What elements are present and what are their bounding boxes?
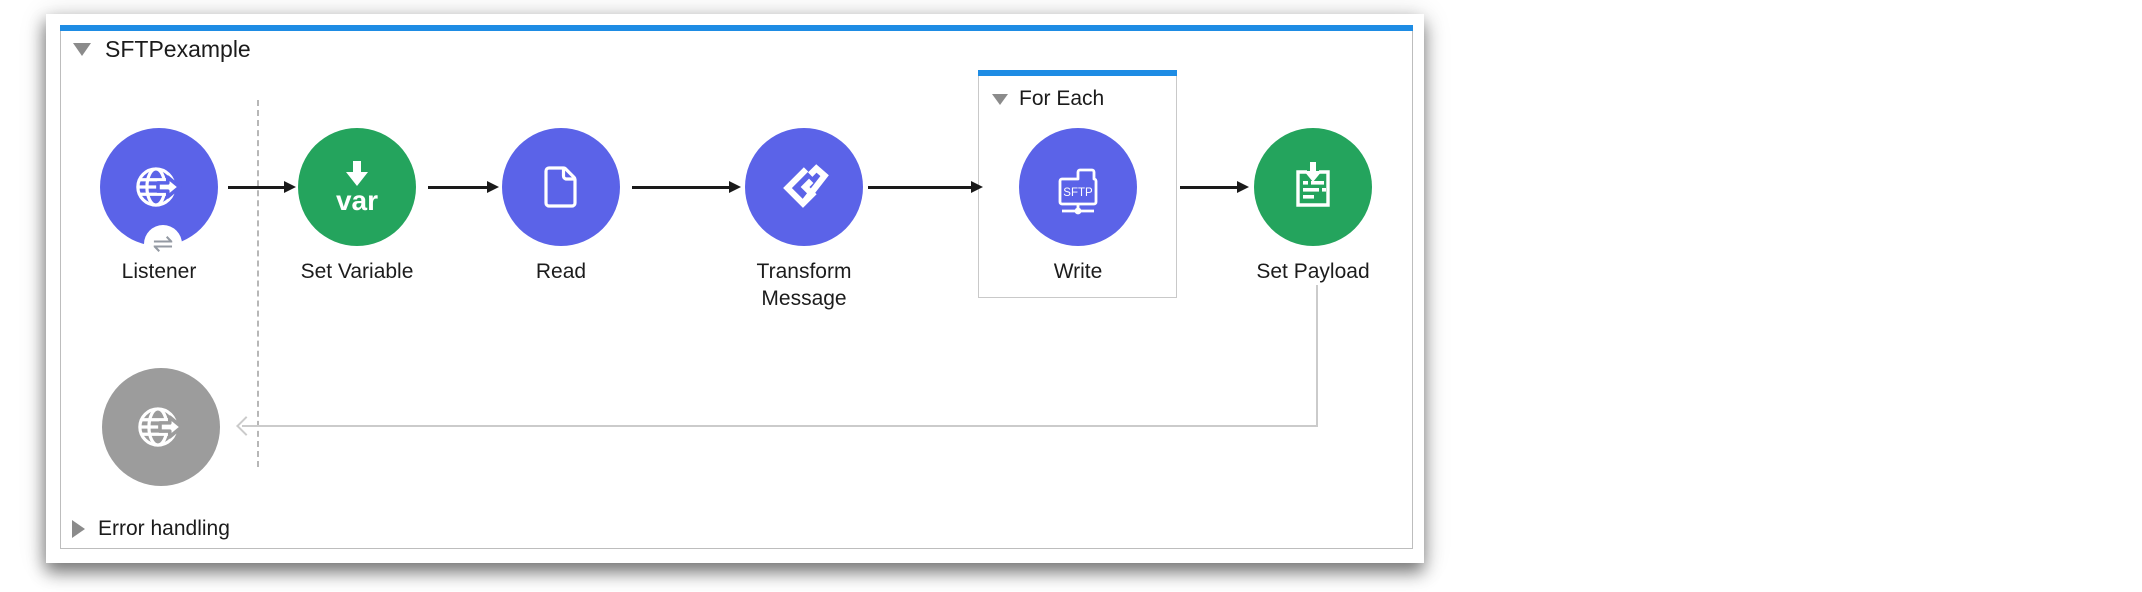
node-listener-response[interactable] [102, 368, 220, 486]
node-write[interactable]: SFTP [1019, 128, 1137, 246]
error-handling-section: Error handling [72, 517, 230, 541]
collapse-triangle-icon[interactable] [73, 43, 91, 56]
node-label: Set Payload [1256, 260, 1370, 283]
down-arrow-icon [346, 160, 368, 186]
sftp-icon-text: SFTP [1063, 187, 1093, 199]
flow-container-sftpexample[interactable] [59, 25, 1413, 549]
foreach-collapse-triangle-icon[interactable] [992, 93, 1008, 105]
source-process-separator [257, 100, 259, 467]
sftp-folder-icon: SFTP [1058, 168, 1098, 215]
arrowhead-icon [971, 181, 983, 193]
sync-icon: ⇌ [152, 230, 174, 258]
response-connector-vertical [1316, 285, 1318, 427]
request-response-badge: ⇌ [144, 225, 182, 263]
flow-title: SFTPexample [105, 36, 251, 62]
flow-connector-arrow [428, 186, 487, 189]
flow-connector-arrow [228, 186, 284, 189]
node-label: Set Variable [300, 260, 414, 283]
flow-connector-arrow [632, 186, 729, 189]
node-set-variable[interactable]: var [298, 128, 416, 246]
document-icon [544, 166, 577, 208]
node-label: Write [1053, 260, 1103, 283]
var-icon-text: var [335, 184, 379, 216]
arrowhead-icon [284, 181, 296, 193]
arrowhead-icon [729, 181, 741, 193]
node-transform-message[interactable] [745, 128, 863, 246]
node-label: Listener [121, 260, 197, 283]
flow-accent-bar [59, 25, 1413, 31]
arrowhead-icon [1237, 181, 1249, 193]
flow-connector-arrow [868, 186, 971, 189]
flow-header: SFTPexample [73, 36, 251, 63]
node-label: Transform Message [756, 260, 852, 310]
globe-arrow-icon [138, 407, 184, 447]
node-read[interactable] [502, 128, 620, 246]
globe-arrow-icon [136, 167, 182, 207]
arrowhead-icon [487, 181, 499, 193]
expand-triangle-icon[interactable] [72, 520, 85, 538]
node-set-payload[interactable] [1254, 128, 1372, 246]
flow-connector-arrow [1180, 186, 1237, 189]
foreach-accent-bar [977, 70, 1177, 76]
set-payload-icon [1296, 162, 1330, 207]
node-label: Read [535, 260, 587, 283]
foreach-title: For Each [1019, 87, 1105, 110]
dataweave-icon [783, 164, 829, 208]
mule-flow-canvas: SFTPexample For Each ⇌ Liste [46, 14, 1424, 563]
foreach-header: For Each [992, 87, 1104, 111]
error-handling-label: Error handling [98, 517, 230, 540]
response-connector-horizontal [242, 425, 1318, 427]
